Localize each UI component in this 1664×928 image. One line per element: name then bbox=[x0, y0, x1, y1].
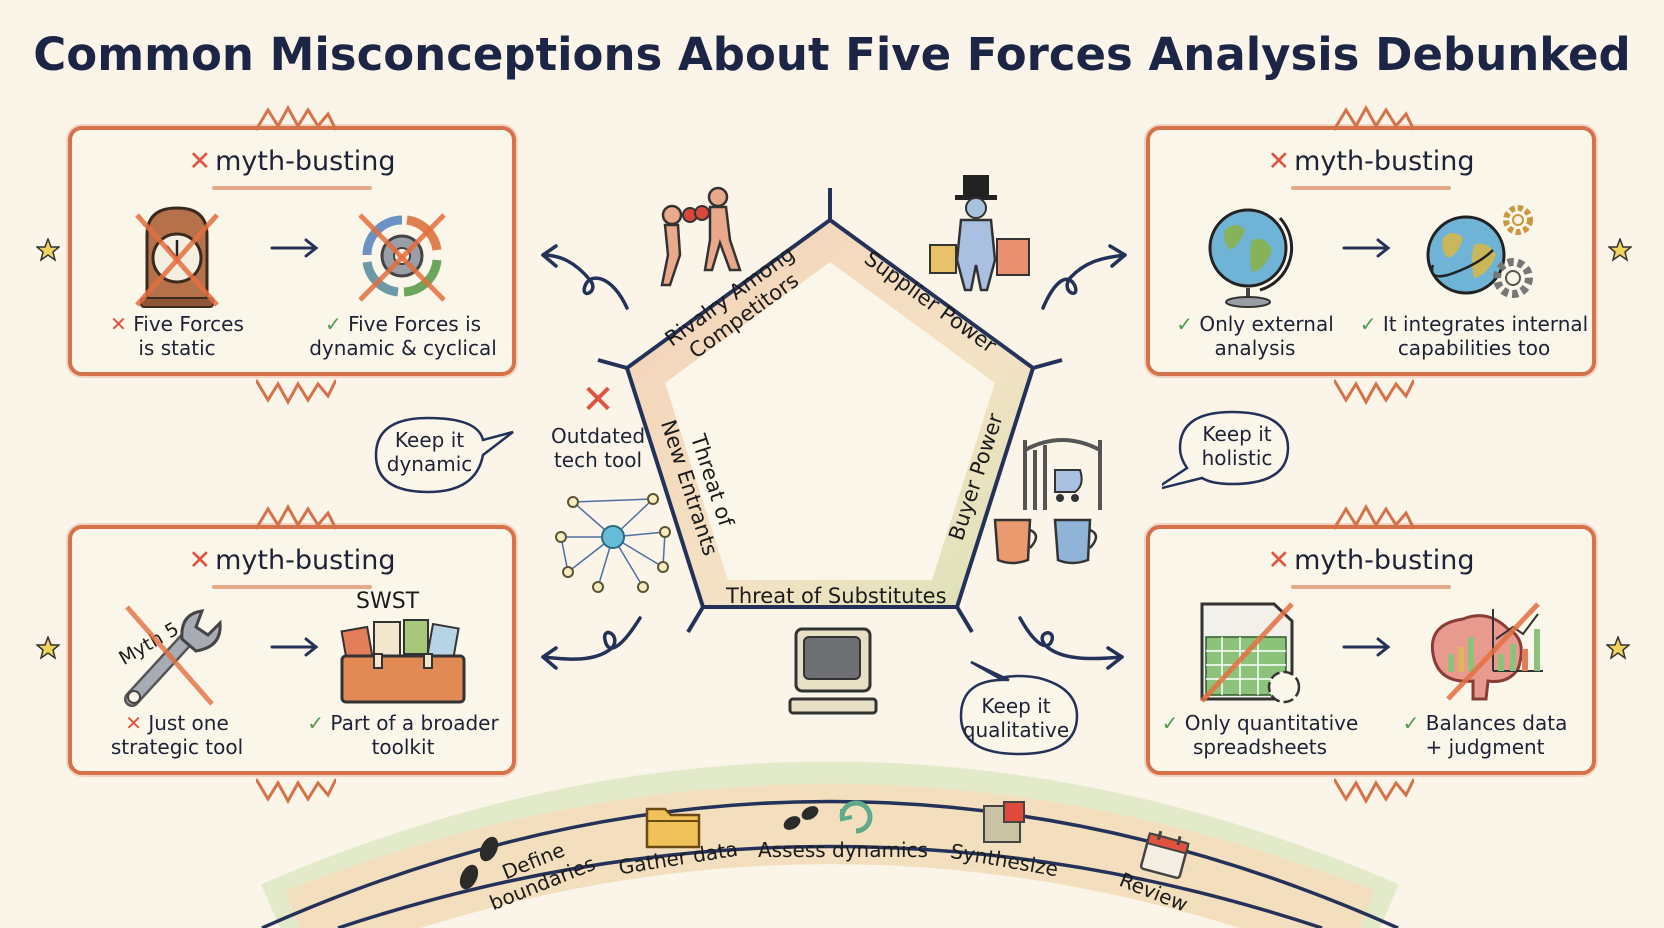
star-icon bbox=[36, 238, 60, 262]
cross-icon: ✕ bbox=[1267, 146, 1291, 177]
zigzag-decoration bbox=[1334, 778, 1414, 805]
myth-caption: ✓ Only quantitative spreadsheets bbox=[1161, 711, 1359, 759]
header-underline bbox=[212, 585, 372, 589]
gear-cycle-icon bbox=[342, 200, 462, 310]
speech-bubble-holistic: Keep it holistic bbox=[1162, 410, 1298, 490]
header-underline bbox=[1291, 585, 1451, 589]
zigzag-decoration bbox=[1334, 104, 1414, 131]
header-underline bbox=[1291, 186, 1451, 190]
svg-text:SWST: SWST bbox=[356, 589, 420, 614]
speech-bubble-shape bbox=[374, 416, 514, 494]
myth-caption: ✕ Five Forces is static bbox=[110, 312, 244, 360]
right-arrow-icon bbox=[270, 238, 319, 258]
speech-bubble-shape bbox=[1162, 410, 1290, 490]
zigzag-decoration bbox=[256, 503, 336, 530]
zigzag-decoration bbox=[1334, 503, 1414, 530]
panel-header: ✕myth-busting bbox=[72, 545, 512, 589]
myth-caption: ✕ Just one strategic tool bbox=[110, 711, 244, 759]
fact-caption: ✓ It integrates internal capabilities to… bbox=[1359, 312, 1589, 360]
right-arrow-icon bbox=[1342, 637, 1391, 657]
myth-panel-bottom-left: ✕myth-busting Myth 5 SWST ✕ Just one str… bbox=[68, 503, 516, 805]
brain-chart-icon bbox=[1418, 599, 1548, 709]
toolbox-icon: SWST bbox=[334, 584, 474, 709]
folder-icon bbox=[645, 807, 701, 849]
check-icon: ✓ bbox=[1402, 711, 1420, 735]
globe-icon bbox=[1190, 200, 1310, 310]
calendar-icon bbox=[1139, 830, 1190, 880]
cross-icon: ✕ bbox=[125, 711, 142, 735]
cross-icon: ✕ bbox=[110, 312, 127, 336]
check-icon: ✓ bbox=[1161, 711, 1179, 735]
zigzag-decoration bbox=[256, 379, 336, 406]
zigzag-decoration bbox=[1334, 379, 1414, 406]
force-substitutes-label: Threat of Substitutes bbox=[726, 584, 947, 608]
myth-panel-bottom-right: ✕myth-busting ✓ Only quantitative spread bbox=[1146, 503, 1596, 805]
panel-header: ✕myth-busting bbox=[1150, 146, 1592, 190]
merchant-icon bbox=[929, 175, 1030, 292]
speech-bubble-dynamic: Keep it dynamic bbox=[372, 414, 514, 494]
header-underline bbox=[212, 186, 372, 190]
globe-gears-icon bbox=[1408, 200, 1548, 310]
myth-panel-top-left: ✕myth-busting ✕ Five Forces is static bbox=[68, 104, 516, 406]
footprints-icon bbox=[459, 836, 499, 890]
zigzag-decoration bbox=[256, 778, 336, 805]
footsteps-cycle-icon bbox=[783, 800, 873, 834]
fact-caption: ✓ Five Forces is dynamic & cyclical bbox=[309, 312, 497, 360]
star-icon bbox=[1608, 238, 1632, 262]
page-title: Common Misconceptions About Five Forces … bbox=[33, 28, 1631, 81]
panel-header: ✕myth-busting bbox=[72, 146, 512, 190]
panel-header: ✕myth-busting bbox=[1150, 545, 1592, 589]
speech-bubble-shape bbox=[959, 660, 1079, 756]
step-label: Assess dynamics bbox=[758, 838, 928, 862]
check-icon: ✓ bbox=[307, 711, 325, 735]
puzzle-icon bbox=[983, 801, 1025, 843]
boxers-icon bbox=[660, 186, 742, 287]
myth-panel-top-right: ✕myth-busting ✓ Only external analysis ✓… bbox=[1146, 104, 1596, 406]
wrench-icon: Myth 5 bbox=[112, 599, 232, 709]
speech-bubble-qualitative: Keep it qualitative bbox=[955, 660, 1085, 760]
computer-icon bbox=[788, 627, 878, 715]
check-icon: ✓ bbox=[324, 312, 342, 336]
spreadsheet-icon bbox=[1192, 599, 1312, 709]
network-icon bbox=[555, 493, 671, 593]
right-arrow-icon bbox=[270, 637, 319, 657]
star-icon bbox=[36, 636, 60, 660]
myth-caption: ✓ Only external analysis bbox=[1176, 312, 1334, 360]
clock-icon bbox=[117, 200, 237, 310]
fact-caption: ✓ Balances data + judgment bbox=[1402, 711, 1568, 759]
check-icon: ✓ bbox=[1359, 312, 1377, 336]
fact-caption: ✓ Part of a broader toolkit bbox=[307, 711, 499, 759]
cross-icon: ✕ bbox=[188, 146, 212, 177]
right-arrow-icon bbox=[1342, 238, 1391, 258]
star-icon bbox=[1606, 636, 1630, 660]
gate-stroller-mugs-icon bbox=[993, 438, 1102, 565]
zigzag-decoration bbox=[256, 104, 336, 131]
cross-icon: ✕ bbox=[1267, 545, 1291, 576]
outdated-callout: ✕ Outdated tech tool bbox=[548, 380, 648, 472]
cross-icon: ✕ bbox=[581, 377, 615, 423]
cross-icon: ✕ bbox=[188, 545, 212, 576]
check-icon: ✓ bbox=[1176, 312, 1193, 336]
